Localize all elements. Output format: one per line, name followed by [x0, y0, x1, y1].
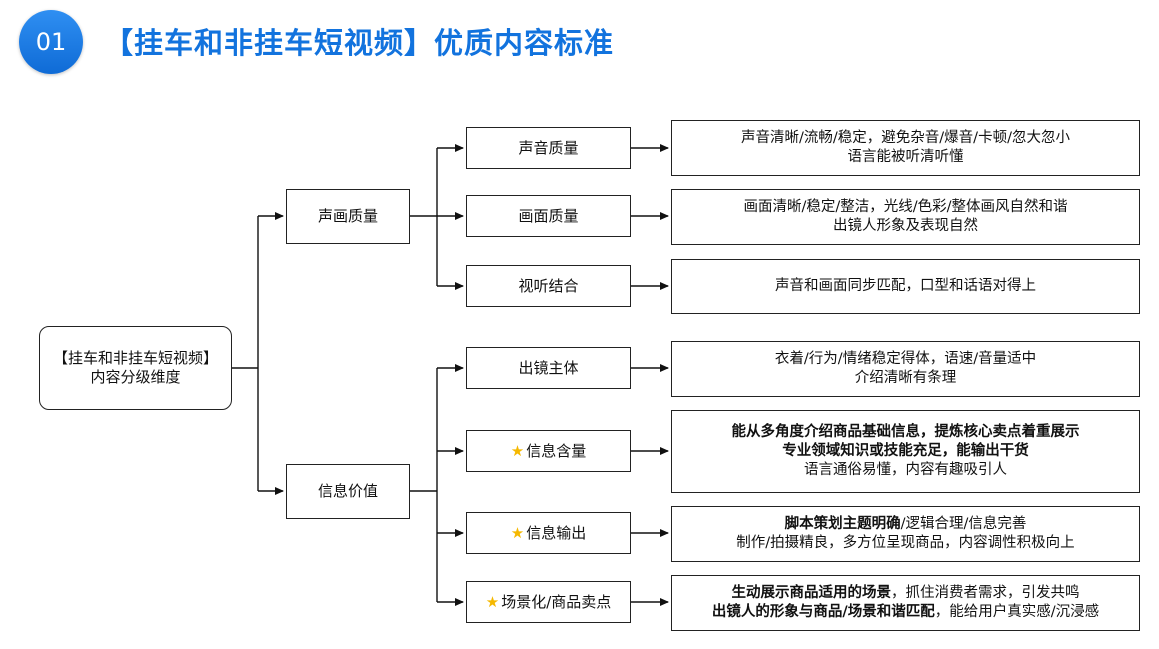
page-title: 【挂车和非挂车短视频】优质内容标准	[104, 26, 615, 60]
category-node-information-value: 信息价值	[286, 464, 410, 519]
star-icon: ★	[510, 441, 525, 460]
root-node-line2: 内容分级维度	[90, 368, 181, 386]
item-node-sound-quality: 声音质量	[466, 127, 631, 169]
description-audiovisual-sync: 声音和画面同步匹配，口型和话语对得上	[671, 259, 1140, 314]
category-node-audio-visual-quality: 声画质量	[286, 189, 410, 244]
item-node-information-content: ★ 信息含量	[466, 430, 631, 472]
root-node: 【挂车和非挂车短视频】 内容分级维度	[39, 326, 232, 410]
description-information-content: 能从多角度介绍商品基础信息，提炼核心卖点着重展示 专业领域知识或技能充足，能输出…	[671, 410, 1140, 493]
description-on-camera-subject: 衣着/行为/情绪稳定得体，语速/音量适中 介绍清晰有条理	[671, 341, 1140, 397]
section-number-badge: 01	[19, 10, 83, 74]
description-scenario-selling-points: 生动展示商品适用的场景，抓住消费者需求，引发共鸣 出镜人的形象与商品/场景和谐匹…	[671, 575, 1140, 631]
root-node-line1: 【挂车和非挂车短视频】	[52, 349, 218, 367]
description-picture-quality: 画面清晰/稳定/整洁，光线/色彩/整体画风自然和谐 出镜人形象及表现自然	[671, 189, 1140, 245]
item-node-audiovisual-sync: 视听结合	[466, 265, 631, 307]
description-sound-quality: 声音清晰/流畅/稳定，避免杂音/爆音/卡顿/忽大忽小 语言能被听清听懂	[671, 120, 1140, 176]
item-node-information-output: ★ 信息输出	[466, 512, 631, 554]
section-number: 01	[35, 28, 67, 56]
item-node-on-camera-subject: 出镜主体	[466, 347, 631, 389]
item-node-picture-quality: 画面质量	[466, 195, 631, 237]
star-icon: ★	[485, 592, 500, 611]
star-icon: ★	[510, 523, 525, 542]
item-node-scenario-selling-points: ★ 场景化/商品卖点	[466, 581, 631, 623]
description-information-output: 脚本策划主题明确/逻辑合理/信息完善 制作/拍摄精良，多方位呈现商品，内容调性积…	[671, 506, 1140, 562]
